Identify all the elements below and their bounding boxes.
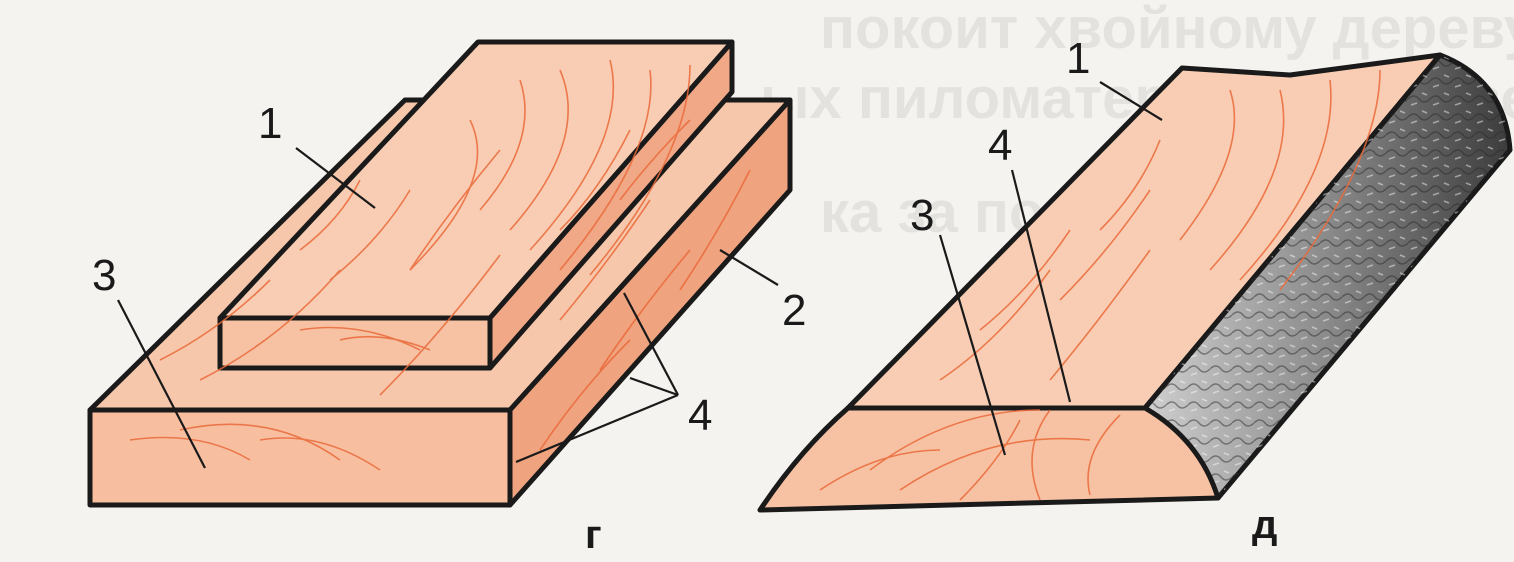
figure-g: 1 2 3 4 г xyxy=(87,39,806,557)
grain-lines-d xyxy=(819,69,1381,501)
label-g-3: 3 xyxy=(92,251,116,300)
label-g-1: 1 xyxy=(258,99,282,148)
top-plank-side-face xyxy=(487,39,735,371)
leader-lines-g xyxy=(117,147,779,469)
label-d-4: 4 xyxy=(988,121,1012,170)
label-g-2: 2 xyxy=(782,286,806,335)
grain-lines-g xyxy=(129,59,751,471)
figure-d: 1 3 4 д xyxy=(757,34,1513,547)
label-d-1: 1 xyxy=(1066,34,1090,83)
leader-lines-d xyxy=(938,81,1163,456)
bottom-plank-side-face xyxy=(507,97,793,508)
svg-text:покоит хвойному дереву, у: покоит хвойному дереву, у xyxy=(820,0,1514,61)
slab-end-face xyxy=(757,405,1221,513)
label-g-4: 4 xyxy=(688,391,712,440)
bottom-plank-end-face xyxy=(87,407,513,508)
caption-g: г xyxy=(585,513,602,557)
caption-d: д xyxy=(1252,503,1277,547)
label-d-3: 3 xyxy=(910,191,934,240)
